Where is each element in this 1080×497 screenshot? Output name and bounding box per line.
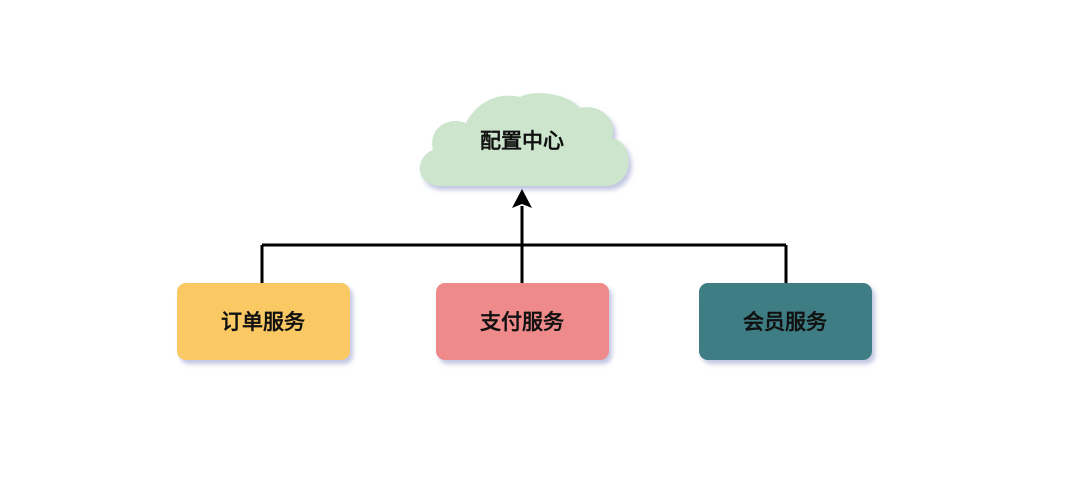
- service-node-payment: 支付服务: [436, 283, 609, 360]
- service-node-order: 订单服务: [177, 283, 350, 360]
- service-box-payment: [436, 283, 609, 360]
- service-node-member: 会员服务: [699, 283, 872, 360]
- connectors: [260, 206, 788, 283]
- service-label-payment: 支付服务: [480, 310, 565, 334]
- service-box-member: [699, 283, 872, 360]
- service-label-member: 会员服务: [743, 310, 828, 334]
- cloud-shape: [419, 93, 629, 186]
- service-box-order: [177, 283, 350, 360]
- config-center-node: 配置中心: [419, 93, 629, 186]
- service-label-order: 订单服务: [221, 310, 306, 334]
- arrowhead-to-config-center: [512, 189, 532, 208]
- config-center-label: 配置中心: [480, 129, 564, 153]
